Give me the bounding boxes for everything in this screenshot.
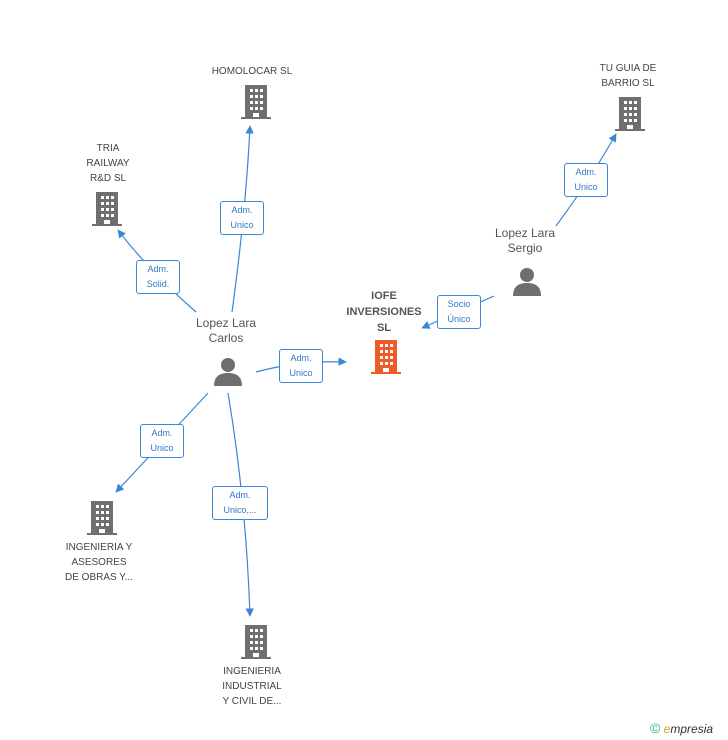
node-label-carlos[interactable]: Lopez Lara Carlos (195, 316, 257, 345)
person-icon[interactable] (512, 266, 542, 301)
edge-label-carlos-iofe[interactable]: Adm. Unico (279, 349, 323, 383)
node-label-tu-guia[interactable]: TU GUIA DE BARRIO SL (599, 63, 657, 89)
node-label-tria[interactable]: TRIA RAILWAY R&D SL (86, 143, 130, 184)
person-icon[interactable] (213, 356, 243, 391)
edge-label-carlos-tria[interactable]: Adm. Solid. (136, 260, 180, 294)
edge-label-carlos-asesores[interactable]: Adm. Unico (140, 424, 184, 458)
building-icon[interactable] (614, 97, 646, 136)
building-icon[interactable] (91, 192, 123, 231)
empresia-credit[interactable]: © empresia (650, 720, 713, 736)
main-building-icon[interactable] (370, 340, 402, 379)
copyright-icon: © (650, 720, 661, 736)
building-icon[interactable] (86, 501, 118, 540)
edge-label-carlos-industrial[interactable]: Adm. Unico,... (212, 486, 268, 520)
node-label-sergio[interactable]: Lopez Lara Sergio (494, 226, 556, 255)
node-label-homolocar[interactable]: HOMOLOCAR SL (211, 66, 293, 77)
edge-label-sergio-iofe[interactable]: Socio Único (437, 295, 481, 329)
node-label-iofe[interactable]: IOFE INVERSIONES SL (346, 290, 422, 334)
edge-label-sergio-tuguia[interactable]: Adm. Unico (564, 163, 608, 197)
building-icon[interactable] (240, 85, 272, 124)
node-label-ingenieria-asesores[interactable]: INGENIERIA Y ASESORES DE OBRAS Y... (65, 542, 133, 583)
edge-label-carlos-homolocar[interactable]: Adm. Unico (220, 201, 264, 235)
building-icon[interactable] (240, 625, 272, 664)
node-label-ingenieria-industrial[interactable]: INGENIERIA INDUSTRIAL Y CIVIL DE... (222, 666, 282, 707)
empresia-logo: empresia (663, 722, 714, 736)
